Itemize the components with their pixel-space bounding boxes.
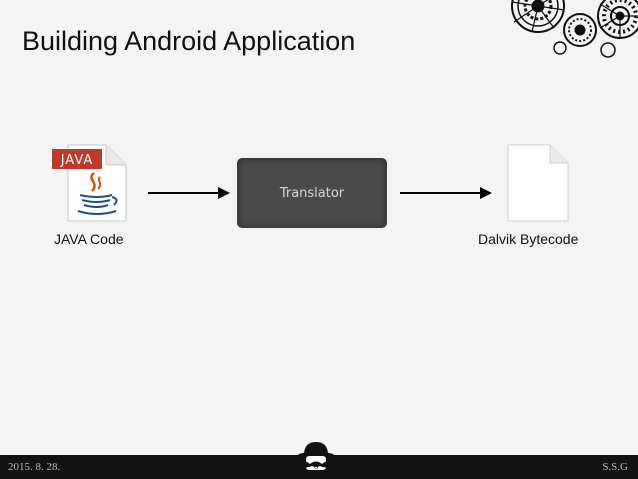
java-file-icon: JAVA [52, 144, 127, 222]
footer-author: S.S.G [602, 461, 628, 473]
page-number: 6 [314, 462, 318, 471]
bowler-hat-mustache-icon [298, 442, 334, 470]
footer-date: 2015. 8. 28. [8, 461, 61, 473]
decorative-circles-icon [511, 0, 638, 58]
dalvik-bytecode-caption: Dalvik Bytecode [478, 231, 579, 247]
translator-box: Translator [238, 159, 386, 227]
blank-file-icon [507, 144, 569, 222]
java-badge-label: JAVA [60, 153, 94, 168]
slide-title: Building Android Application [22, 26, 356, 56]
java-code-caption: JAVA Code [54, 231, 124, 247]
translator-label: Translator [279, 185, 345, 201]
arrow-right-icon [148, 187, 230, 199]
arrow-right-icon [400, 187, 492, 199]
